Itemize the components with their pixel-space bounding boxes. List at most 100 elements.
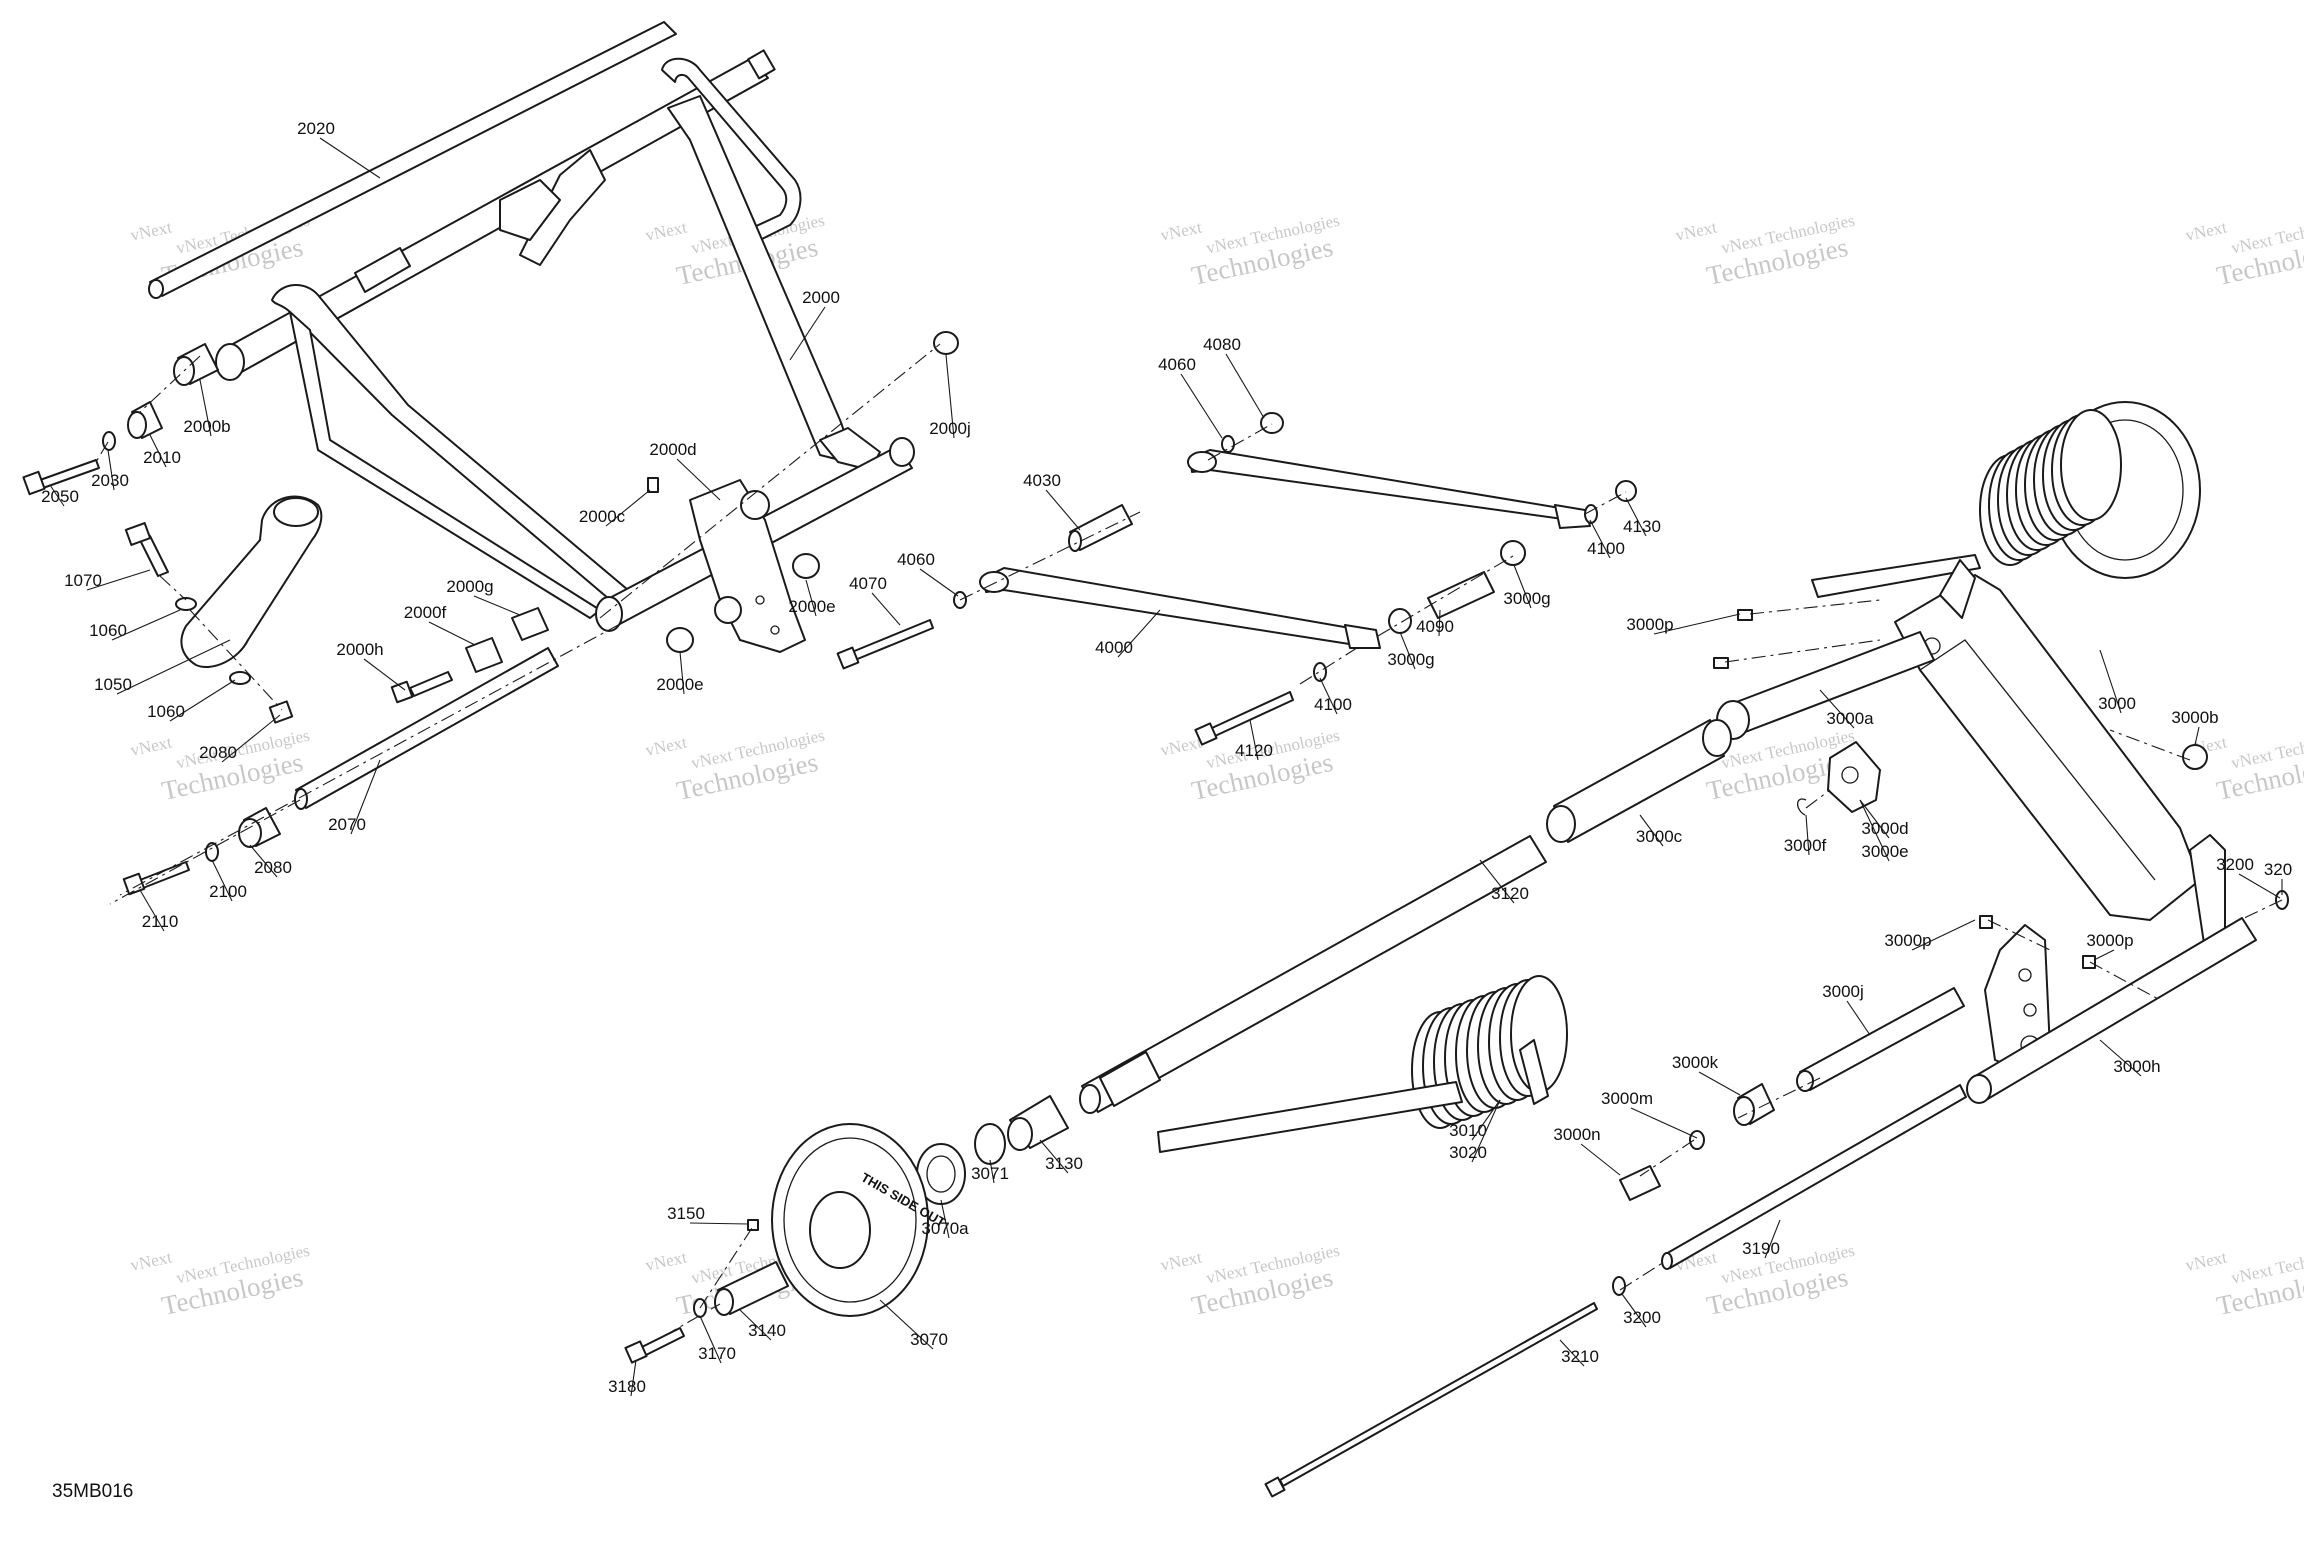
rear-arm-assembly [1264,401,2289,1498]
leader-line [2194,726,2200,746]
bracket-bushing [740,490,770,520]
leader-line [1846,1000,1871,1036]
bolt-2000h [409,671,453,697]
leader-line [211,859,233,902]
part-callout-3000p: 3000p [1884,931,1931,950]
leader-line [428,621,476,646]
leader-line [111,609,181,641]
grease-3000p-3 [1979,915,1993,929]
nut-4080 [1260,412,1284,434]
part-callout-3000g: 3000g [1387,650,1434,669]
sleeve-4030-end [1068,530,1082,552]
spring-top [1979,409,2122,566]
leader-line [1039,1139,1069,1174]
bushing-3000g-b [1388,608,1412,634]
tube-3190-end [1661,1252,1673,1270]
leader-line [1819,689,1855,729]
leader-line [107,449,115,491]
leader-line [1911,919,1976,951]
lower-shaft-end-r [889,437,915,467]
bolt-3000n [1619,1165,1661,1201]
part-callout-3180: 3180 [608,1377,646,1396]
leader-line [1621,1293,1647,1328]
part-callout-3190: 3190 [1742,1239,1780,1258]
tube-3000c-end [1546,805,1576,843]
part-callout-3000e: 3000e [1861,842,1908,861]
washer-1060-b [229,671,251,685]
part-callout-2080: 2080 [199,743,237,762]
stopper-1050 [180,495,323,668]
bolt-4120 [1211,691,1294,737]
leader-line [1859,799,1890,839]
sleeve-4090 [1427,571,1495,619]
cap-3000b [2182,744,2208,770]
part-callout-3071: 3071 [971,1164,1009,1183]
leader-line [919,568,959,597]
tube-3000c [1553,719,1725,843]
nut-2080 [268,700,294,724]
leader-line [699,1315,722,1364]
leader-line [630,1359,637,1397]
axle-step [1099,1051,1161,1107]
leader-line [689,1222,749,1225]
leader-line [989,1159,995,1184]
sleeve-on-shaft [354,247,411,293]
link-rods [979,412,1637,746]
watermark-overlay: vNext [644,217,689,244]
leader-line [1225,353,1265,419]
part-callout-2000d: 2000d [649,440,696,459]
leader-line [49,484,65,507]
part-callout-3000p: 3000p [1626,615,1673,634]
leader-line [1589,519,1611,559]
tube-3000c-end2 [1702,719,1732,757]
lower-shaft-end [595,596,623,632]
tube-2070-end [294,788,308,810]
part-callout-4130: 4130 [1623,517,1661,536]
leader-line [2099,649,2122,714]
rear-arm-bracket-top [1939,559,1976,619]
leader-line [1653,613,1741,635]
drawing-code: 35MB016 [52,1481,133,1502]
part-callout-3000k: 3000k [1672,1053,1719,1072]
tube-3000h-end [1966,1074,1992,1104]
washer-4060-top [1221,435,1235,453]
watermark-overlay: vNext [129,732,174,759]
leader-line [1117,609,1161,658]
part-callout-2000e: 2000e [788,597,835,616]
leader-line [940,1199,950,1239]
spring-coil [2060,409,2122,521]
washer-3200-b [1612,1276,1626,1296]
bushing-2000e-b [666,627,694,653]
part-callout-3070: 3070 [910,1330,948,1349]
leader-line [86,569,151,591]
bolt-3180 [639,1327,685,1357]
rod-lower-end [1344,624,1381,649]
watermark-overlay: vNext [1159,732,1204,759]
leader-line [221,714,281,763]
grease-2000c [647,477,659,493]
part-callout-3000j: 3000j [1822,982,1864,1001]
leader-line [1559,1339,1585,1367]
part-callout-3200: 3200 [2216,855,2254,874]
leader-line [1630,1107,1698,1139]
leader-line [1471,1099,1501,1141]
bolt-3210 [1279,1302,1598,1487]
part-callout-3000: 3000 [2098,694,2136,713]
part-callout-3000n: 3000n [1553,1125,1600,1144]
part-callout-4030: 4030 [1023,471,1061,490]
plate-hole-2 [2023,1003,2037,1017]
bolt-4120-head [1194,722,1218,746]
grease-3000p-2 [1713,657,1729,669]
centerlines [95,343,2283,1337]
grease-3000p-4 [2082,955,2096,969]
spacer-3140-end [714,1288,734,1316]
part-callout-4070: 4070 [849,574,887,593]
adjuster-3000d [1827,741,1881,813]
tube-3000j-end [1796,1070,1814,1092]
part-callout-2010: 2010 [143,448,181,467]
